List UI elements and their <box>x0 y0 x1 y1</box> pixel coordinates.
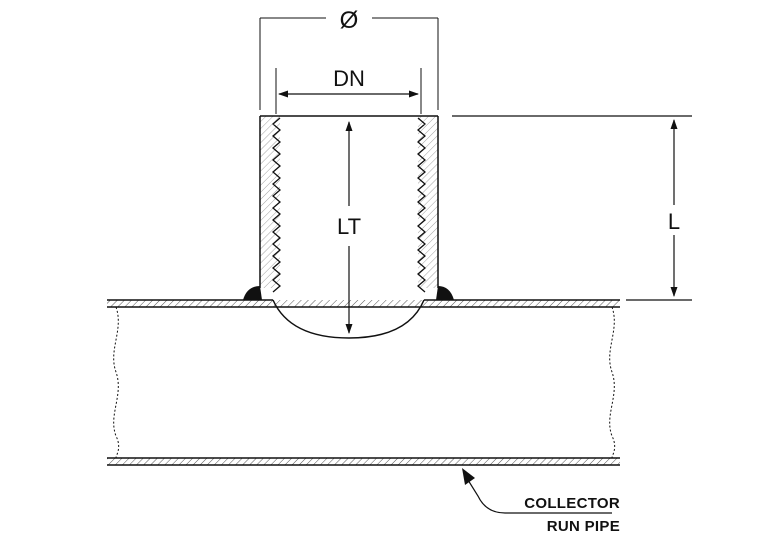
run-pipe-left-break <box>113 306 120 459</box>
fitting-left-thread <box>272 117 281 293</box>
fitting-left-wall <box>260 116 280 288</box>
run-pipe-right-break <box>609 306 616 459</box>
callout-line-2: RUN PIPE <box>547 518 620 535</box>
dimension-outer-diameter: Ø <box>259 7 439 110</box>
callout-leader <box>467 479 612 514</box>
run-pipe-top-wall <box>107 300 620 307</box>
outer-diameter-label: Ø <box>340 7 359 34</box>
threaded-fitting <box>243 115 454 339</box>
weld-bead-right <box>436 286 454 300</box>
thread-length-label: LT <box>337 214 361 239</box>
weld-bead-left <box>243 286 262 300</box>
dimension-thread-length: LT <box>337 121 361 334</box>
run-pipe <box>107 299 620 466</box>
callout-arrowhead <box>462 468 475 485</box>
fitting-right-wall <box>418 116 438 288</box>
dimension-nominal-diameter: DN <box>275 66 422 114</box>
nominal-diameter-label: DN <box>333 66 365 91</box>
collector-callout: COLLECTOR RUN PIPE <box>462 468 620 535</box>
callout-line-1: COLLECTOR <box>524 495 620 512</box>
dimension-fitting-length: L <box>452 115 692 301</box>
run-pipe-bottom-wall <box>107 458 620 465</box>
fitting-saddle-curve <box>272 299 425 339</box>
fitting-right-thread <box>417 117 426 293</box>
fitting-length-label: L <box>668 209 680 234</box>
